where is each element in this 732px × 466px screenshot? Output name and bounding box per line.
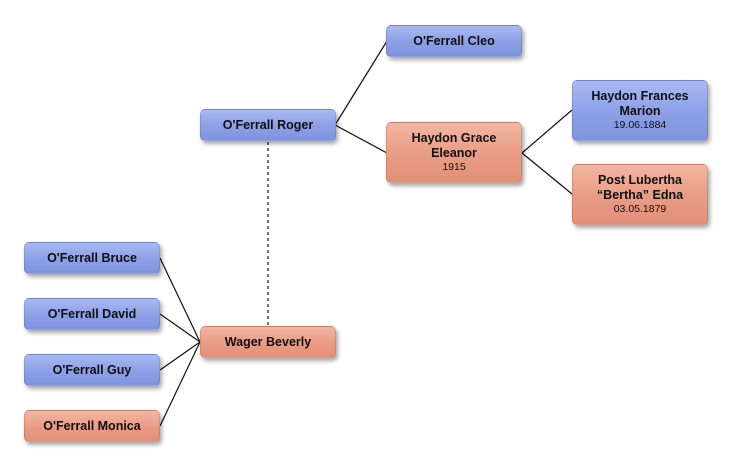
person-card-haydon-frances[interactable]: Haydon Frances Marion 19.06.1884 [572, 80, 708, 141]
link-roger-grace [334, 124, 388, 154]
link-grace-lubertha [521, 152, 573, 195]
person-card-guy[interactable]: O'Ferrall Guy [24, 354, 160, 386]
person-card-monica[interactable]: O'Ferrall Monica [24, 410, 160, 442]
link-guy [159, 341, 201, 371]
link-monica [159, 341, 201, 427]
person-name: Wager Beverly [224, 334, 312, 349]
person-card-david[interactable]: O'Ferrall David [24, 298, 160, 330]
person-name: Haydon Grace Eleanor [411, 131, 497, 160]
person-card-grace[interactable]: Haydon Grace Eleanor 1915 [386, 122, 522, 183]
person-name: O'Ferrall Bruce [47, 250, 137, 265]
person-date: 1915 [442, 161, 466, 173]
link-david [159, 313, 201, 343]
person-card-beverly[interactable]: Wager Beverly [200, 326, 336, 358]
person-card-lubertha[interactable]: Post Lubertha “Bertha” Edna 03.05.1879 [572, 164, 708, 225]
person-name: O'Ferrall David [47, 306, 137, 321]
person-date: 19.06.1884 [613, 119, 667, 131]
person-name: O'Ferrall Roger [222, 117, 314, 132]
person-name: Post Lubertha “Bertha” Edna [596, 173, 684, 202]
person-card-cleo[interactable]: O'Ferrall Cleo [386, 25, 522, 57]
person-name: O'Ferrall Cleo [413, 33, 495, 48]
person-date: 03.05.1879 [613, 203, 667, 215]
person-card-bruce[interactable]: O'Ferrall Bruce [24, 242, 160, 274]
link-roger-cleo [334, 40, 388, 126]
person-name: O'Ferrall Monica [43, 418, 141, 433]
person-name: O'Ferrall Guy [52, 362, 132, 377]
person-name: Haydon Frances Marion [591, 89, 689, 118]
link-grace-frances [521, 109, 573, 154]
link-bruce [159, 257, 201, 343]
person-card-roger[interactable]: O'Ferrall Roger [200, 109, 336, 141]
